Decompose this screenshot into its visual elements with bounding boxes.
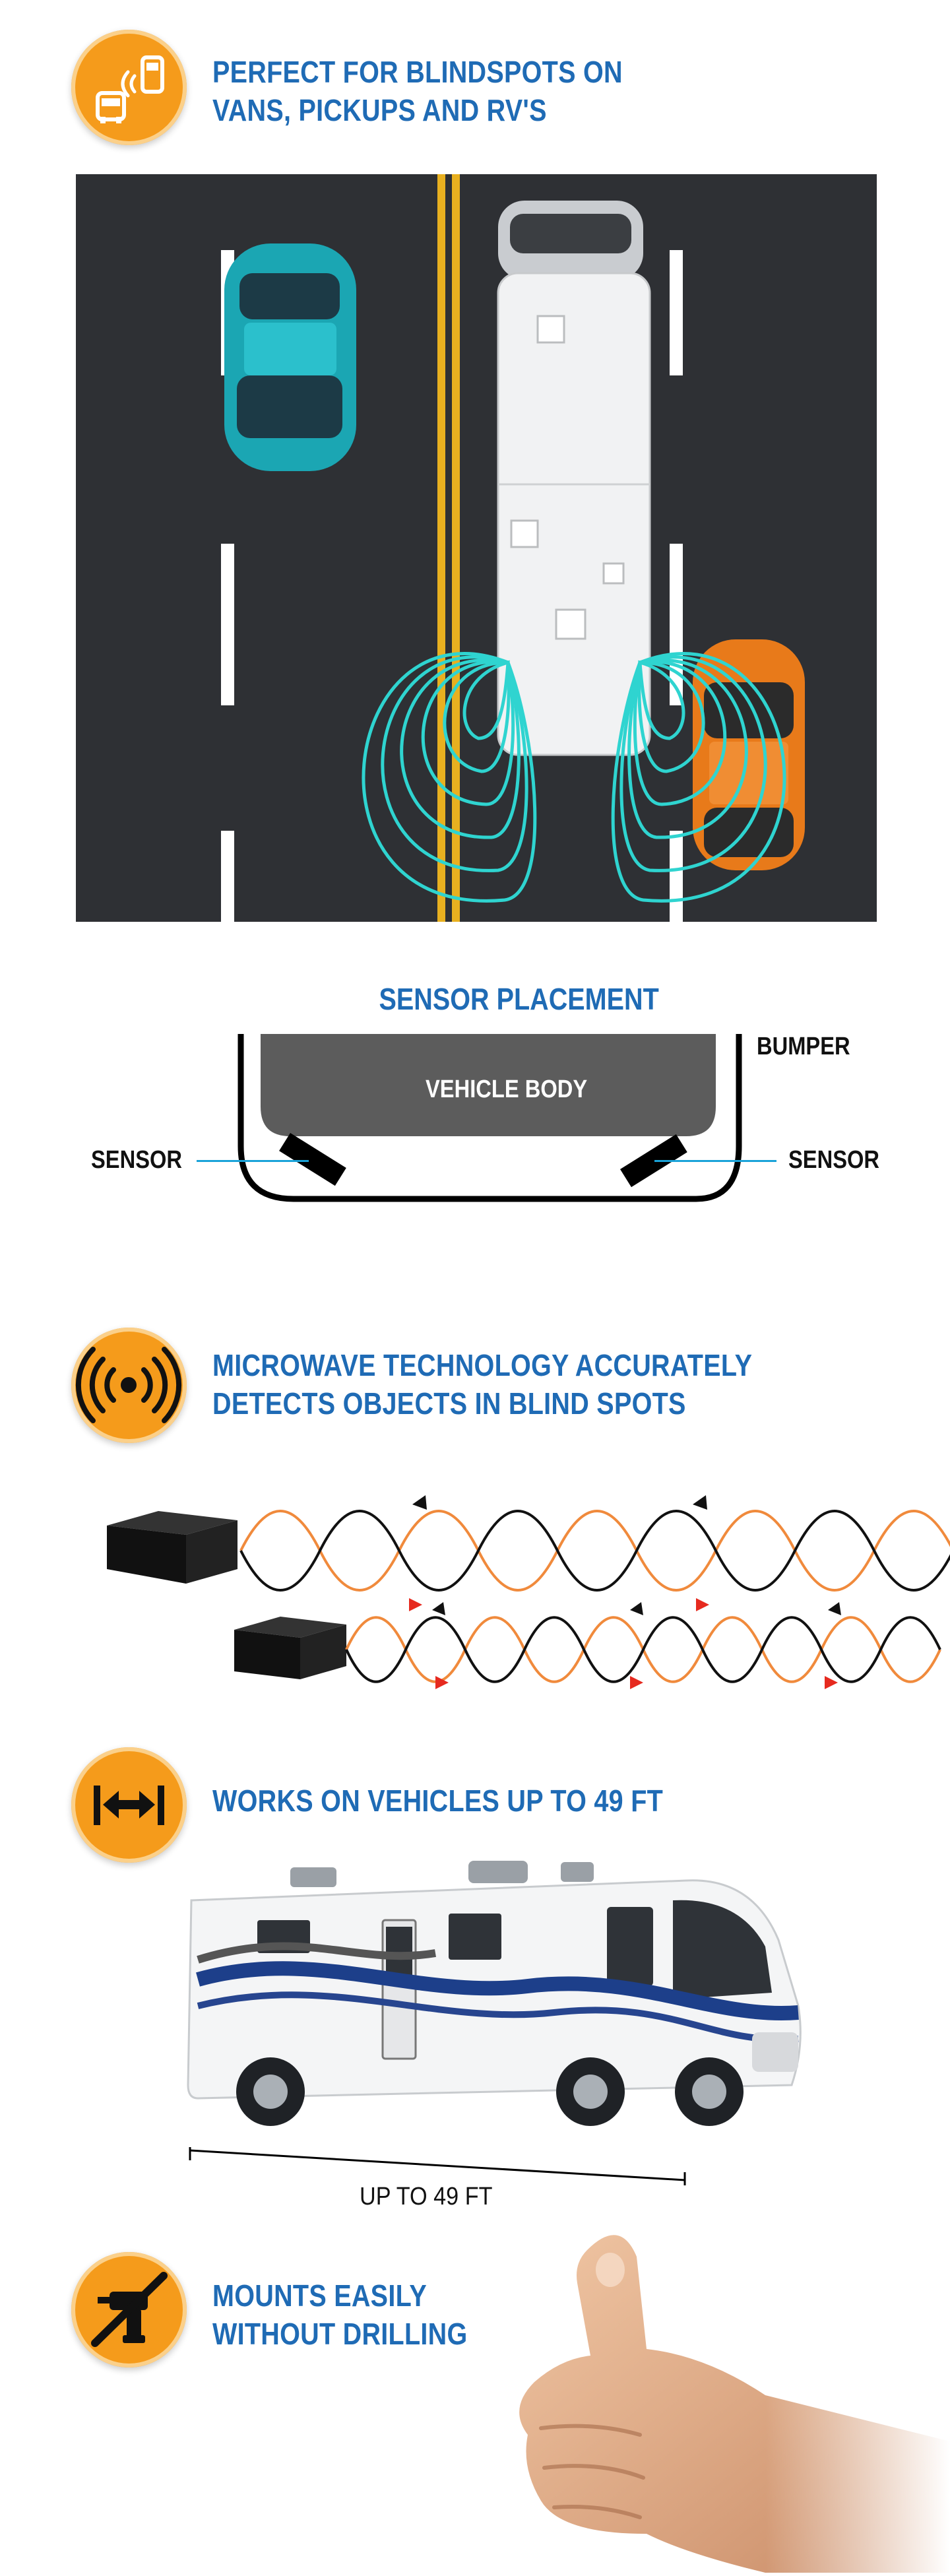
- road-illustration: [76, 174, 877, 922]
- rv-side-illustration: [185, 1848, 818, 2158]
- sensor-left-pointer: [197, 1160, 309, 1162]
- length-arrows-icon: [71, 1747, 187, 1863]
- sensor-right-label: SENSOR: [788, 1146, 880, 1174]
- mounting-heading: MOUNTS EASILY WITHOUT DRILLING: [212, 2278, 468, 2351]
- no-drill-icon: [71, 2252, 187, 2367]
- sensor-placement-title: SENSOR PLACEMENT: [379, 982, 659, 1016]
- length-measure-label: UP TO 49 FT: [360, 2183, 493, 2210]
- teal-car: [224, 243, 356, 471]
- sensor-box-bottom: [234, 1617, 346, 1679]
- length-measure-line: [187, 2147, 688, 2187]
- blindspots-heading: PERFECT FOR BLINDSPOTS ON VANS, PICKUPS …: [212, 55, 623, 127]
- sensor-left-label: SENSOR: [91, 1146, 183, 1174]
- bumper-label: BUMPER: [757, 1033, 850, 1060]
- rv-topview: [497, 201, 651, 756]
- vehicle-body-label: VEHICLE BODY: [426, 1076, 588, 1103]
- bumper-diagram: [238, 1034, 745, 1206]
- sensor-waves: [362, 652, 786, 903]
- microwave-heading: MICROWAVE TECHNOLOGY ACCURATELY DETECTS …: [212, 1348, 753, 1421]
- sensor-box-top: [107, 1511, 238, 1584]
- orange-car: [693, 639, 805, 870]
- sensor-right-pointer: [654, 1160, 776, 1162]
- blindspot-icon: [71, 30, 187, 145]
- length-heading: WORKS ON VEHICLES UP TO 49 FT: [212, 1784, 664, 1818]
- microwave-wave-diagram: [99, 1452, 950, 1689]
- thumbs-up-illustration: [488, 2224, 950, 2573]
- microwave-signal-icon: [71, 1328, 187, 1443]
